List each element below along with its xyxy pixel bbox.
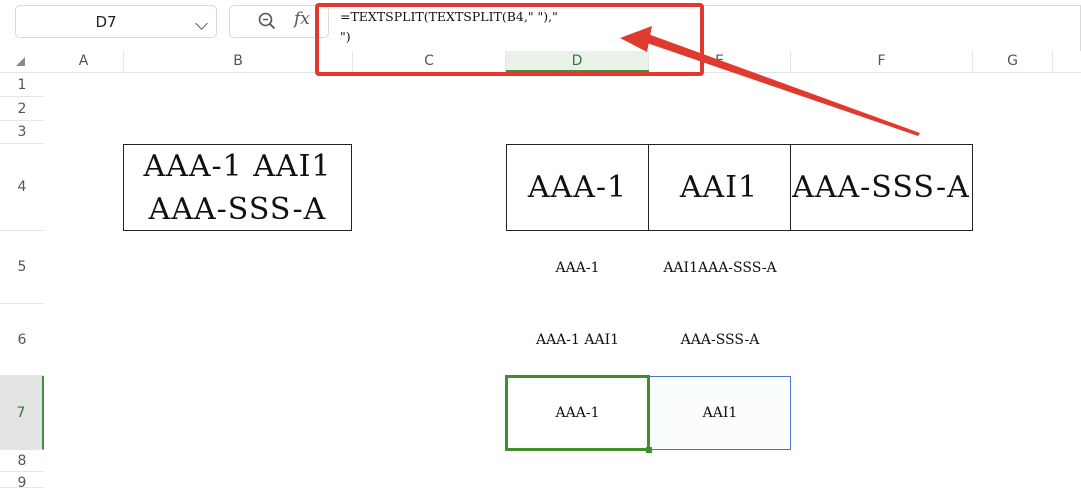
cell-d6[interactable]: AAA-1 AAI1 [535, 332, 620, 348]
column-header-b[interactable]: B [124, 51, 353, 73]
zoom-icon[interactable] [258, 12, 276, 30]
column-header-d[interactable]: D [506, 51, 649, 73]
column-header-c[interactable]: C [353, 51, 506, 73]
row-header-6[interactable]: 6 [0, 304, 44, 376]
row-header-1[interactable]: 1 [0, 73, 44, 97]
cell-e7[interactable]: AAI1 [650, 376, 791, 450]
name-box-value: D7 [95, 13, 117, 31]
spill-range-highlight [651, 377, 790, 449]
chevron-down-icon[interactable] [195, 17, 208, 30]
column-header-g[interactable]: G [973, 51, 1053, 73]
cell-d7-active[interactable]: AAA-1 [505, 375, 650, 451]
name-box[interactable]: D7 [15, 5, 217, 38]
annotation-arrow [620, 26, 920, 136]
fill-handle[interactable] [646, 447, 652, 453]
cell-d5[interactable]: AAA-1 [555, 259, 600, 276]
cell-b4[interactable]: AAA-1 AAI1 AAA-SSS-A [123, 144, 352, 231]
column-header-a[interactable]: A [44, 51, 124, 73]
row-header-9[interactable]: 9 [0, 472, 44, 491]
row-header-3[interactable]: 3 [0, 121, 44, 144]
row-header-5[interactable]: 5 [0, 231, 44, 304]
column-d-selection-indicator [506, 70, 649, 73]
row-header-7[interactable]: 7 [0, 376, 44, 450]
cell-b4-line-2: AAA-SSS-A [148, 191, 327, 227]
cell-e6[interactable]: AAA-SSS-A [680, 332, 760, 348]
cell-e5[interactable]: AAI1AAA-SSS-A [663, 259, 777, 276]
select-all-corner[interactable] [16, 57, 25, 66]
function-tools [229, 5, 329, 38]
annotation-highlight-box [315, 3, 704, 76]
column-header-f[interactable]: F [791, 51, 973, 73]
formula-line-1: =TEXTSPLIT(TEXTSPLIT(B4," ")," [340, 9, 558, 24]
row-header-8[interactable]: 8 [0, 450, 44, 472]
cell-b4-line-1: AAA-1 AAI1 [143, 148, 332, 184]
cell-f4[interactable]: AAA-SSS-A [790, 144, 973, 231]
row-header-4[interactable]: 4 [0, 144, 44, 231]
cell-d4[interactable]: AAA-1 [506, 144, 649, 231]
row-header-2[interactable]: 2 [0, 97, 44, 121]
formula-line-2: ") [340, 29, 351, 44]
formula-input[interactable] [331, 5, 1081, 52]
cell-e4[interactable]: AAI1 [648, 144, 791, 231]
formula-text: =TEXTSPLIT(TEXTSPLIT(B4," ")," ") [340, 7, 700, 47]
fx-icon[interactable]: fx [294, 9, 310, 29]
